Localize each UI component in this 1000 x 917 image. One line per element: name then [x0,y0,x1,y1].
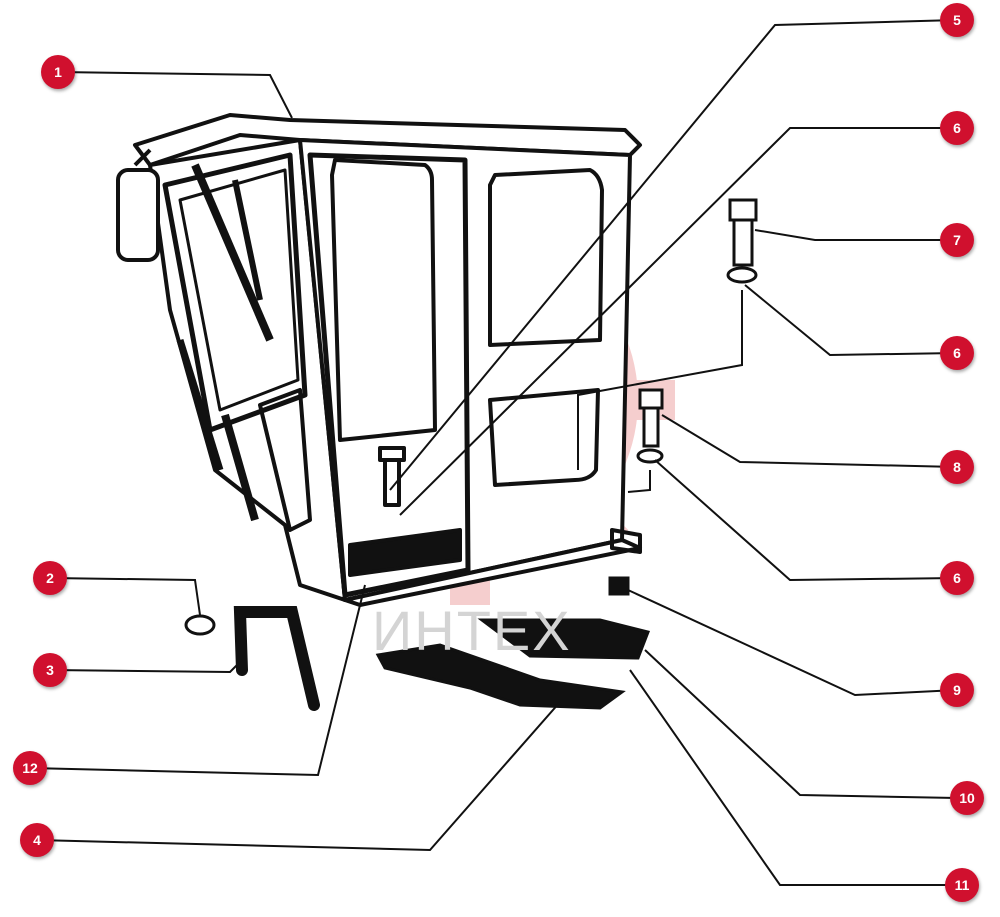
callout-5[interactable]: 5 [940,3,974,37]
callout-6b[interactable]: 6 [940,336,974,370]
callout-1[interactable]: 1 [41,55,75,89]
callout-8[interactable]: 8 [940,450,974,484]
watermark-text: ИНТЕХ [372,599,572,662]
callout-11[interactable]: 11 [945,868,979,902]
bolt-8 [636,388,664,464]
callout-4[interactable]: 4 [20,823,54,857]
strip-10 [477,618,651,660]
bolt-7 [726,198,758,284]
callout-9[interactable]: 9 [940,673,974,707]
nut-9 [608,576,630,596]
leader-lines [29,19,958,886]
callout-7[interactable]: 7 [940,223,974,257]
cap-2 [184,614,216,636]
cab-assembly [116,113,642,607]
strip-4 [375,643,626,710]
callout-12[interactable]: 12 [13,751,47,785]
loose-parts [184,198,758,711]
callout-6a[interactable]: 6 [940,111,974,145]
u-bolt-3 [233,606,320,711]
callout-6c[interactable]: 6 [940,561,974,595]
callout-2[interactable]: 2 [33,561,67,595]
callout-3[interactable]: 3 [33,653,67,687]
callout-10[interactable]: 10 [950,781,984,815]
